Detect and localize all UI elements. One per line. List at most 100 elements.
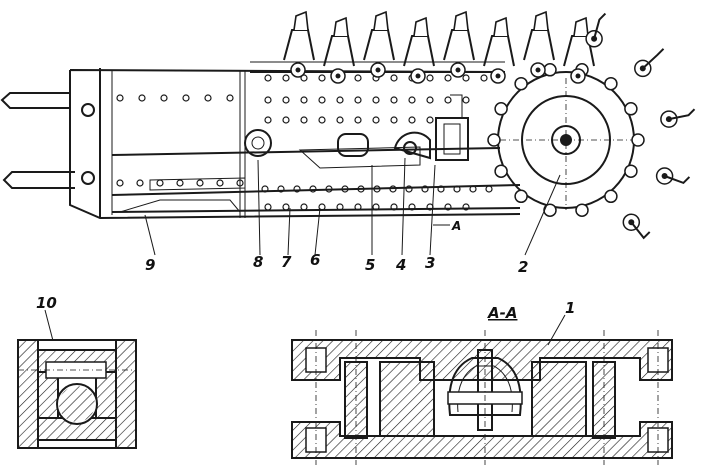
rivet [264,96,272,104]
rivet [354,116,362,124]
lower-prong [2,171,75,189]
rivet [318,116,326,124]
center-rail [111,147,501,156]
rivet [216,179,224,187]
rivet [408,96,416,104]
rivet [372,116,380,124]
rivet [182,94,190,102]
label-9: 9 [145,256,155,274]
label-10: 10 [36,294,57,312]
chain-link [563,16,595,84]
chain-link [660,108,696,128]
leader-lines [44,157,566,361]
rivet [264,203,272,211]
rivet [300,96,308,104]
rivet [372,203,380,211]
rivet [462,74,470,82]
label-8: 8 [253,253,263,271]
label-1: 1 [565,299,575,317]
chain-link [585,12,607,48]
rivet [264,116,272,124]
rivet [293,185,301,193]
rivet [336,116,344,124]
label-3: 3 [425,254,435,272]
upper-prong [0,92,70,109]
rivet [282,96,290,104]
sprocket-tooth [631,133,645,147]
sprocket-tooth [604,189,618,204]
rivet [480,74,488,82]
rivet [426,96,434,104]
rivet [405,185,413,193]
chain-link [483,16,515,84]
sprocket-tooth [604,76,618,91]
label-4: 4 [395,256,406,274]
lower-bracket [119,199,241,213]
rivet [354,74,362,82]
rivet [282,116,290,124]
rivet [226,94,234,102]
rivet [116,179,124,187]
rivet [437,185,445,193]
rivet [300,74,308,82]
rivet [426,74,434,82]
rivet [196,179,204,187]
rivet [390,203,398,211]
label-5: 5 [365,256,375,274]
rivet [462,203,470,211]
rivet [390,74,398,82]
sprocket-tooth [543,63,557,77]
rivet [136,179,144,187]
rivet [325,185,333,193]
section-title: A-A [487,304,517,322]
chain-link [655,167,691,185]
slot-plate [149,177,246,191]
sprocket-tooth [514,76,528,91]
rivet [444,203,452,211]
rivet [444,74,452,82]
rivet [462,96,470,104]
drive-sprocket-2 [487,63,645,217]
rivet [357,185,365,193]
chain-link [403,16,435,84]
section-marker: A [451,219,461,233]
sprocket-tooth [514,189,528,204]
rivet [408,116,416,124]
chain-link [323,16,355,84]
rivet [318,74,326,82]
cutter-chain [283,10,696,240]
rivet [389,185,397,193]
chain-link [622,213,651,240]
chain-link [443,10,475,78]
frame-outline [69,69,521,220]
label-2: 2 [518,258,528,276]
sprocket-tooth [494,102,508,116]
rivet [300,116,308,124]
cylinder-5 [337,133,369,157]
rivet [426,116,434,124]
rivet [156,179,164,187]
section-a-a-view [291,330,673,465]
bracket-3 [435,117,469,161]
detail-view-10 [17,339,137,449]
rivet [264,74,272,82]
sprocket-tooth [575,203,589,217]
rivet [485,185,493,193]
rivet [453,185,461,193]
rivet [261,185,269,193]
main-assembly-view [0,10,696,240]
sprocket-tooth [624,102,638,116]
rivet-pattern [116,74,493,211]
rivet [390,116,398,124]
rivet [469,185,477,193]
rivet [341,185,349,193]
rivet [138,94,146,102]
rivet [318,96,326,104]
rivet [390,96,398,104]
chain-link [634,48,665,78]
rivet [204,94,212,102]
rivet [408,203,416,211]
rivet [336,203,344,211]
